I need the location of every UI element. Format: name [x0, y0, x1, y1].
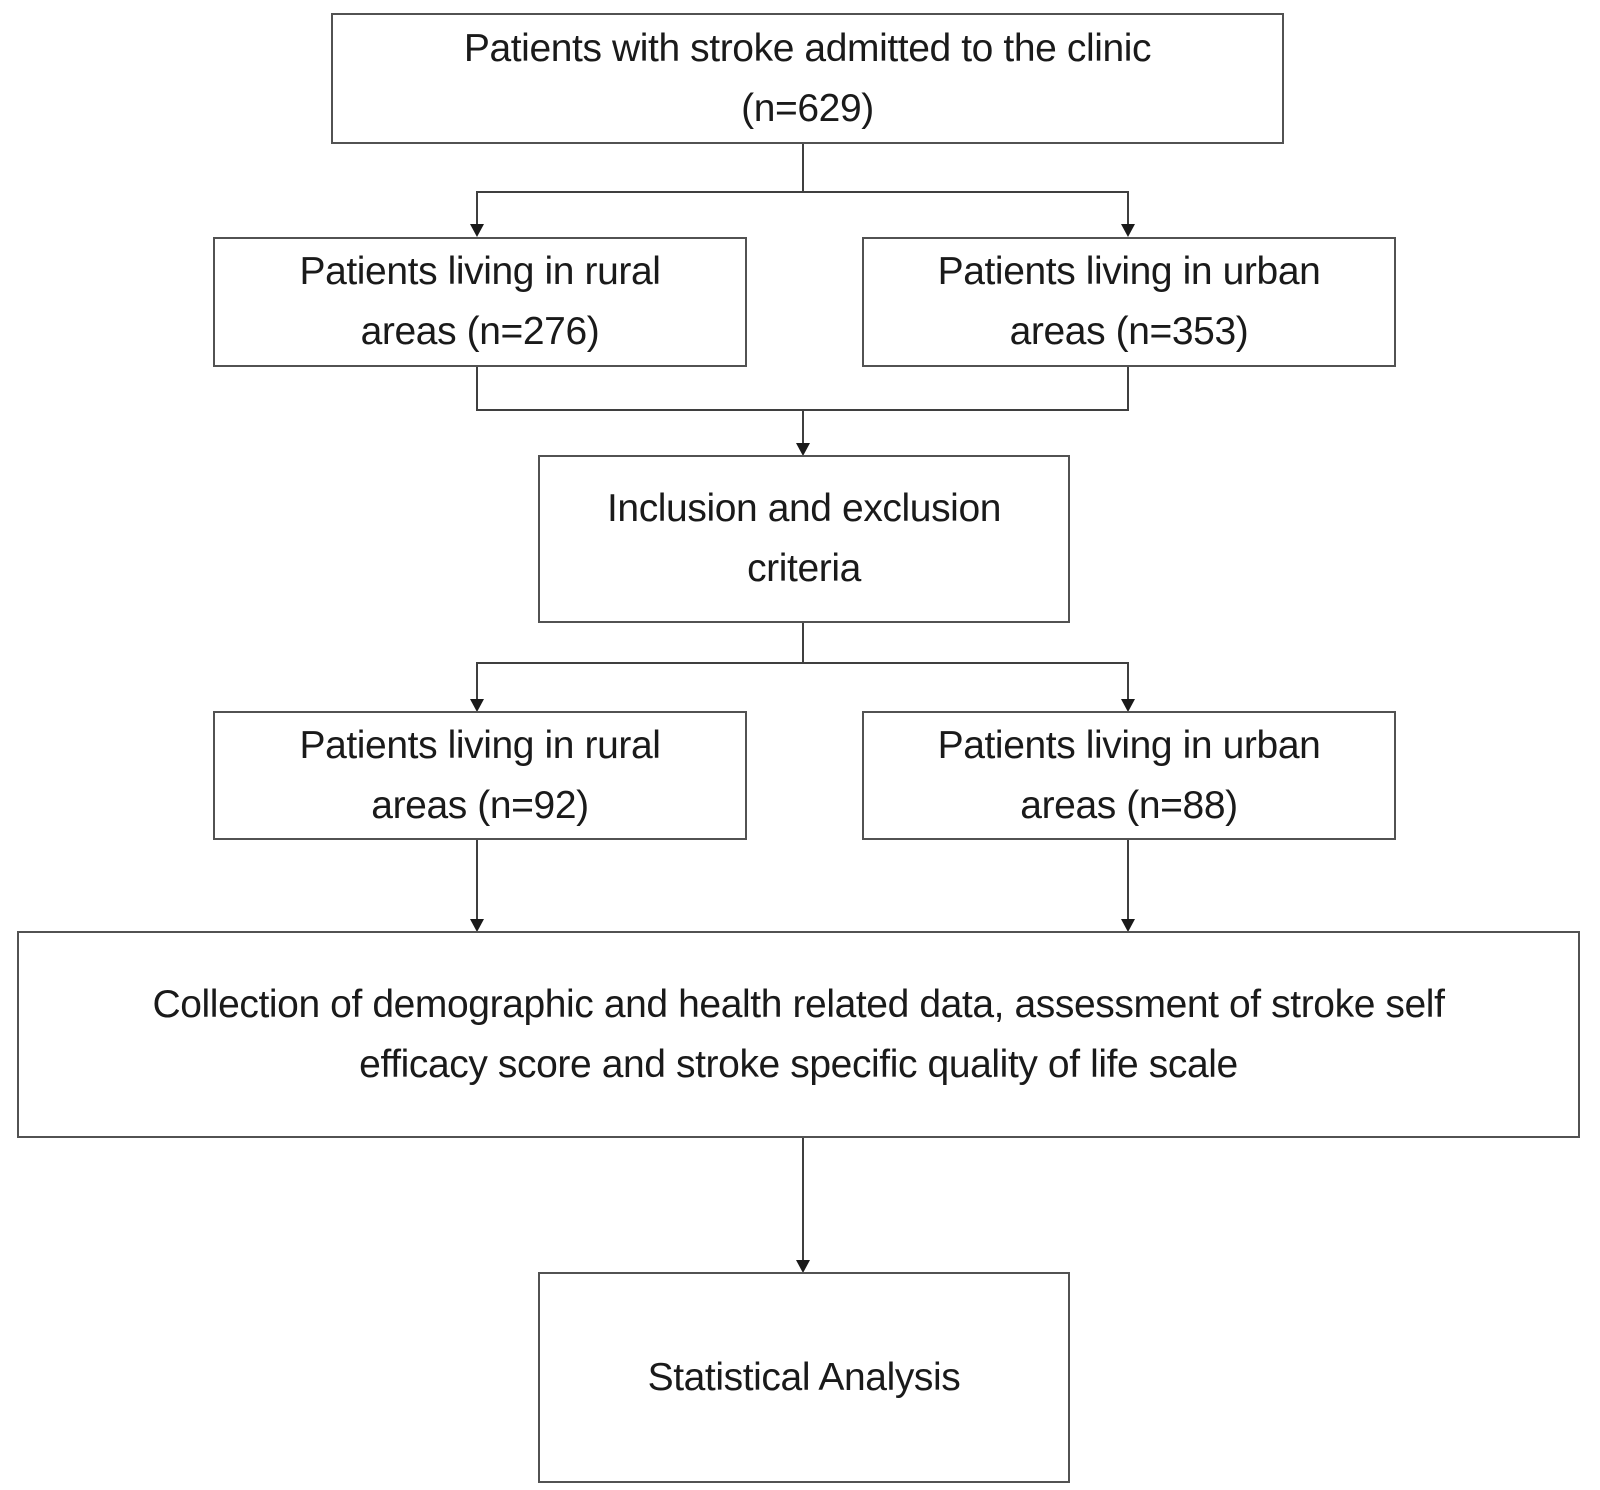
node-admitted-line1: Patients with stroke admitted to the cli… [463, 26, 1152, 70]
arrowhead-urban-initial [1121, 224, 1135, 237]
arrowhead-urban-included [1121, 699, 1135, 712]
node-collection-line2: efficacy score and stroke specific quali… [359, 1042, 1238, 1086]
node-urban-initial-line1: Patients living in urban [937, 250, 1321, 293]
flow-node-criteria: Inclusion and exclusion criteria [538, 455, 1070, 623]
node-urban-initial-line2: areas (n=353) [1009, 310, 1249, 353]
arrowhead-collection-right [1121, 919, 1135, 932]
node-rural-initial-line2: areas (n=276) [360, 310, 600, 353]
flow-node-analysis: Statistical Analysis [538, 1272, 1070, 1483]
node-rural-initial-line1: Patients living in rural [299, 250, 661, 293]
arrowhead-analysis [796, 1260, 810, 1273]
node-admitted-line2: (n=629) [741, 86, 874, 130]
arrowhead-collection-left [470, 919, 484, 932]
node-urban-included-line2: areas (n=88) [1020, 783, 1238, 827]
node-rural-included-line1: Patients living in rural [299, 723, 661, 767]
arrowhead-rural-initial [470, 224, 484, 237]
flow-node-urban-initial: Patients living in urban areas (n=353) [862, 237, 1396, 367]
node-analysis-label: Statistical Analysis [647, 1355, 961, 1399]
arrowhead-criteria [796, 443, 810, 456]
flow-node-rural-included: Patients living in rural areas (n=92) [213, 711, 747, 840]
node-collection-line1: Collection of demographic and health rel… [152, 982, 1445, 1026]
node-urban-included-line1: Patients living in urban [937, 723, 1321, 767]
node-rural-included-line2: areas (n=92) [371, 783, 589, 827]
node-criteria-line1: Inclusion and exclusion [606, 487, 1002, 530]
flow-node-urban-included: Patients living in urban areas (n=88) [862, 711, 1396, 840]
arrowhead-rural-included [470, 699, 484, 712]
node-criteria-line2: criteria [747, 547, 861, 590]
flow-node-rural-initial: Patients living in rural areas (n=276) [213, 237, 747, 367]
flow-node-collection: Collection of demographic and health rel… [17, 931, 1580, 1138]
flow-node-admitted: Patients with stroke admitted to the cli… [331, 13, 1284, 144]
